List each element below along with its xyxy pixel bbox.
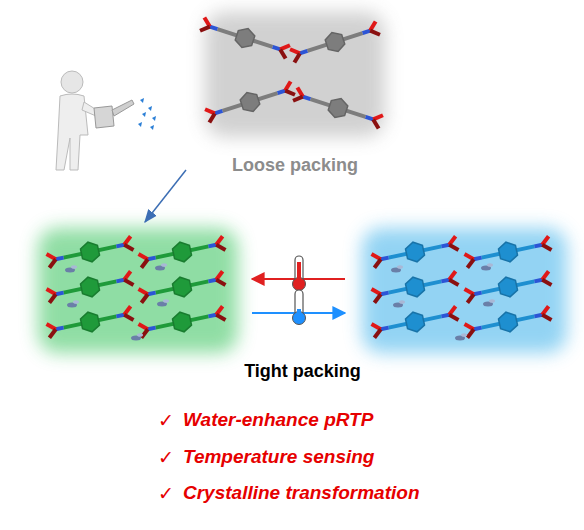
person-watering [56, 71, 156, 170]
molecule [46, 303, 134, 340]
thermometer [293, 256, 306, 291]
molecule [199, 15, 291, 62]
glow [205, 12, 385, 137]
check-mark: ✓ [158, 408, 174, 432]
group-label: Loose packing [228, 154, 362, 176]
water-molecule [65, 265, 77, 272]
molecule [204, 79, 296, 126]
glow [362, 228, 567, 353]
molecule [138, 268, 226, 305]
molecule [371, 303, 459, 340]
molecule [464, 303, 552, 340]
molecule [292, 85, 384, 132]
loose-packing-group: Loose packing [190, 4, 400, 176]
molecule [138, 303, 226, 340]
water-molecule [483, 299, 495, 306]
water-molecule [455, 333, 467, 340]
water-molecule [481, 263, 493, 270]
feature-text: Water-enhance pRTP [183, 408, 373, 432]
water-molecule [393, 300, 405, 307]
group-label: Tight packing [240, 360, 365, 382]
molecule [371, 268, 459, 305]
molecule [46, 268, 134, 305]
feature-text: Crystalline transformation [183, 481, 420, 505]
water-molecule [157, 299, 169, 306]
molecule [464, 268, 552, 305]
glow [38, 228, 238, 353]
flow-arrow [145, 170, 186, 222]
feature-text: Temperature sensing [183, 445, 374, 469]
molecule [371, 233, 459, 270]
check-mark: ✓ [158, 481, 174, 505]
thermometer [293, 290, 306, 325]
molecule [46, 233, 134, 270]
water-molecule [391, 265, 403, 272]
water-molecule [155, 263, 167, 270]
water-molecule [131, 333, 143, 340]
molecule [289, 19, 381, 66]
molecule [464, 233, 552, 270]
check-mark: ✓ [158, 445, 174, 469]
water-molecule [67, 300, 79, 307]
molecule [138, 233, 226, 270]
tight-packing-group: Tight packing [30, 222, 575, 382]
